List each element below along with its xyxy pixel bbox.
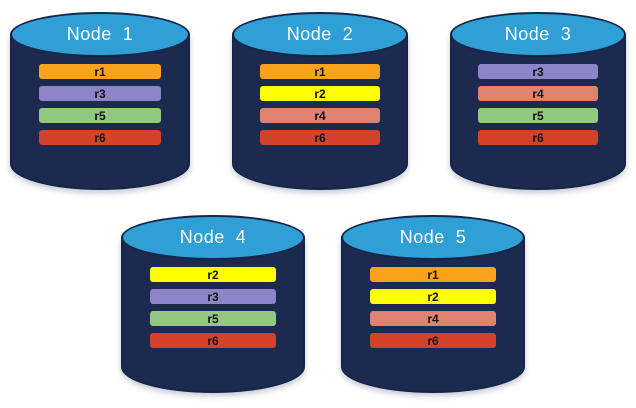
replica-bar[interactable]: r6: [150, 333, 276, 348]
database-node-2[interactable]: Node 2 r1 r2 r4 r6: [232, 12, 408, 190]
replica-bar[interactable]: r1: [370, 267, 496, 282]
replica-bar[interactable]: r6: [38, 130, 162, 145]
cylinder-top-icon: [341, 215, 525, 260]
cylinder-top-icon: [10, 12, 190, 57]
replica-bar[interactable]: r1: [38, 64, 162, 79]
replica-bar[interactable]: r2: [370, 289, 496, 304]
cylinder-top-icon: [121, 215, 305, 260]
database-node-5[interactable]: Node 5 r1 r2 r4 r6: [341, 215, 525, 393]
replica-bar[interactable]: r1: [260, 64, 380, 79]
replica-bar[interactable]: r4: [370, 311, 496, 326]
replica-bar[interactable]: r5: [38, 108, 162, 123]
replica-list: r1 r2 r4 r6: [232, 64, 408, 145]
node-label: Node 2: [286, 24, 354, 44]
replica-list: r1 r3 r5 r6: [10, 64, 190, 145]
replica-bar[interactable]: r4: [478, 86, 598, 101]
replica-bar[interactable]: r6: [478, 130, 598, 145]
database-node-3[interactable]: Node 3 r3 r4 r5 r6: [450, 12, 626, 190]
replica-list: r1 r2 r4 r6: [341, 267, 525, 348]
node-label: Node 3: [504, 24, 572, 44]
cylinder-top-icon: [232, 12, 408, 57]
replica-bar[interactable]: r5: [478, 108, 598, 123]
node-label: Node 4: [179, 227, 247, 247]
replica-bar[interactable]: r2: [260, 86, 380, 101]
cylinder-top-icon: [450, 12, 626, 57]
replica-bar[interactable]: r6: [260, 130, 380, 145]
node-label: Node 1: [66, 24, 134, 44]
replica-list: r2 r3 r5 r6: [121, 267, 305, 348]
node-label: Node 5: [399, 227, 467, 247]
replica-bar[interactable]: r3: [478, 64, 598, 79]
replica-list: r3 r4 r5 r6: [450, 64, 626, 145]
replica-bar[interactable]: r2: [150, 267, 276, 282]
replica-bar[interactable]: r5: [150, 311, 276, 326]
replica-bar[interactable]: r6: [370, 333, 496, 348]
replica-bar[interactable]: r3: [38, 86, 162, 101]
replica-bar[interactable]: r3: [150, 289, 276, 304]
database-node-1[interactable]: Node 1 r1 r3 r5 r6: [10, 12, 190, 190]
replica-bar[interactable]: r4: [260, 108, 380, 123]
database-node-4[interactable]: Node 4 r2 r3 r5 r6: [121, 215, 305, 393]
